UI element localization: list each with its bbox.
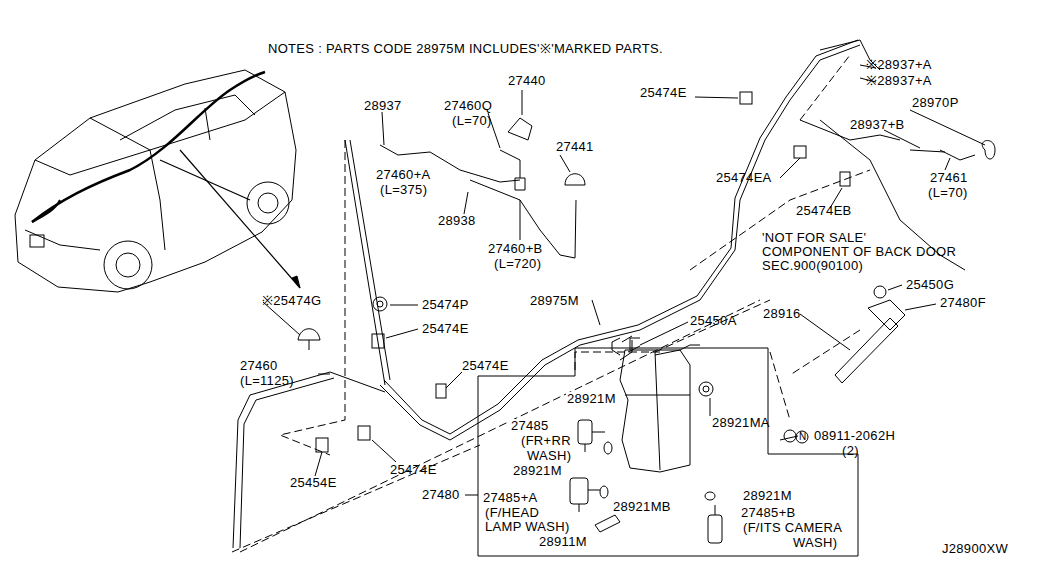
callout-number: 25474EB xyxy=(796,204,852,218)
assembly-box: 28921M27485(FR+RRWASH)28921M27485+A(F/HE… xyxy=(476,346,860,558)
callout-number: 25450G xyxy=(906,278,954,292)
callout-number: 27480F xyxy=(940,296,986,310)
hose xyxy=(233,40,975,548)
callout-number: 25454E xyxy=(290,476,337,490)
callout-number: N xyxy=(799,430,807,444)
guide-lines xyxy=(232,55,870,552)
callout-number: 27485+B xyxy=(740,506,797,520)
callout-number: 25474EA xyxy=(716,171,772,185)
callout-number: 28921M xyxy=(512,464,563,478)
callout-number: 28938 xyxy=(438,214,476,228)
callout-number: (L=70) xyxy=(928,186,968,200)
callout-number: 27485 xyxy=(510,419,550,433)
callout-number: 27440 xyxy=(508,74,546,88)
callout-number: SEC.900(90100) xyxy=(762,259,863,273)
callout-number: J28900XW xyxy=(942,542,1008,556)
callout-number: 28911M xyxy=(538,535,588,549)
callout-number: 27460+B xyxy=(488,242,543,256)
callout-number: 25474E xyxy=(390,463,437,477)
callout-number: 08911-2062H xyxy=(814,429,895,443)
callout-number: ※28937+A xyxy=(866,74,932,88)
callout-number: 28921M xyxy=(566,392,617,406)
callout-number: 28921MA xyxy=(712,416,770,430)
callout-number: (L=375) xyxy=(380,183,427,197)
callout-number: 25450A xyxy=(690,314,737,328)
callout-number: ※28937+A xyxy=(866,58,932,72)
note-text: NOTES : PARTS CODE 28975M INCLUDES'※'MAR… xyxy=(268,42,663,56)
callout-number: 27460+A xyxy=(376,168,431,182)
callout-number: 27441 xyxy=(556,140,594,154)
callout-number: (L=70) xyxy=(452,114,492,128)
callout-number: (F/HEAD xyxy=(484,506,540,520)
callout-number: 28975M xyxy=(530,294,579,308)
callout-number: 28921M xyxy=(742,489,793,503)
callout-number: ※25474G xyxy=(262,294,321,308)
callout-number: WASH) xyxy=(792,536,838,550)
callout-number: 27460 xyxy=(240,359,278,373)
callout-number: LAMP WASH) xyxy=(484,520,571,534)
callout-number: 27460Q xyxy=(444,99,492,113)
callout-number: (F/ITS CAMERA xyxy=(742,521,843,535)
leader-lines xyxy=(263,90,985,495)
callout-number: WASH) xyxy=(526,449,572,463)
pump-symbols xyxy=(570,420,722,543)
callout-number: (FR+RR xyxy=(520,434,572,448)
callout-number: 28937+B xyxy=(850,118,905,132)
callout-number: 27485+A xyxy=(482,491,539,505)
callout-number: 28970P xyxy=(912,96,959,110)
callout-number: 28921MB xyxy=(612,500,672,514)
callout-number: 28937 xyxy=(364,99,402,113)
callout-number: 25474E xyxy=(422,322,469,336)
callout-number: 27461 xyxy=(930,171,968,185)
callout-number: 28916 xyxy=(763,307,801,321)
car-outline xyxy=(15,70,300,292)
callout-number: (L=720) xyxy=(494,257,541,271)
callout-number: (2) xyxy=(842,444,859,458)
callout-number: 25474E xyxy=(640,86,687,100)
part-symbols xyxy=(298,65,995,472)
circle-mark xyxy=(796,431,808,443)
callout-number: COMPONENT OF BACK DOOR xyxy=(762,245,956,259)
callout-number: 27480 xyxy=(422,488,460,502)
callout-number: 'NOT FOR SALE' xyxy=(762,231,866,245)
callout-number: 25474E xyxy=(462,359,509,373)
callout-number: 25474P xyxy=(422,298,469,312)
callout-number: (L=1125) xyxy=(240,374,294,388)
